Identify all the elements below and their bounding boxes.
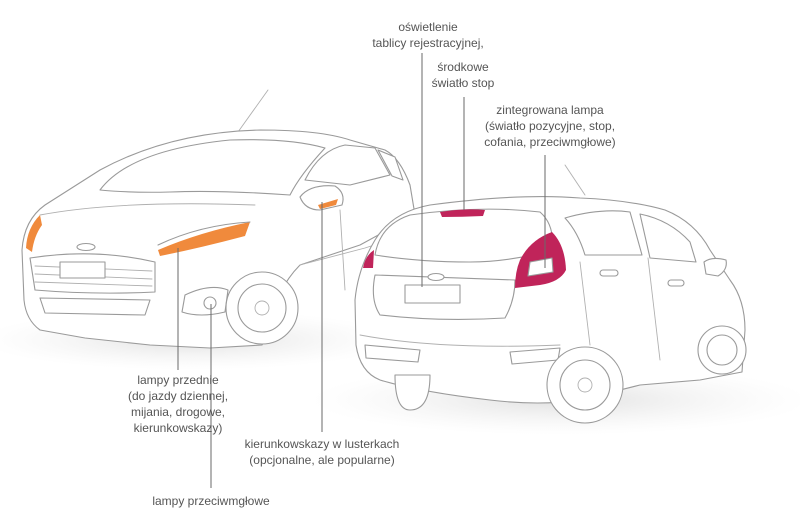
label-center-brake-line-2: światło stop <box>431 76 495 90</box>
label-mirror-indicators-line-2: (opcjonalne, ale popularne) <box>249 453 395 467</box>
label-headlamps-line-4: kierunkowskazy) <box>133 421 223 435</box>
label-headlamps-line-1: lampy przednie <box>137 373 219 387</box>
label-headlamps-line-3: mijania, drogowe, <box>130 405 226 419</box>
label-plate-light-line-2: tablicy rejestracyjnej, <box>372 36 484 50</box>
front-car-right-headlamp <box>158 222 250 256</box>
front-car-left-headlamp <box>26 215 42 252</box>
label-fog-lamps: lampy przeciwmgłowe <box>131 493 291 509</box>
label-plate-light-line-1: oświetlenie <box>398 20 458 34</box>
label-center-brake-line-1: środkowe <box>437 60 489 74</box>
label-fog-lamps-line-1: lampy przeciwmgłowe <box>152 494 270 508</box>
rear-car-antenna <box>564 164 586 196</box>
front-car-antenna <box>237 89 269 133</box>
label-center-brake: środkowe światło stop <box>408 59 518 91</box>
label-mirror-indicators-line-1: kierunkowskazy w lusterkach <box>244 437 400 451</box>
label-integrated-lamp-line-3: cofania, przeciwmgłowe) <box>484 135 616 149</box>
label-integrated-lamp: zintegrowana lampa (światło pozycyjne, s… <box>455 102 645 150</box>
label-headlamps: lampy przednie (do jazdy dziennej, mijan… <box>88 372 268 436</box>
label-mirror-indicators: kierunkowskazy w lusterkach (opcjonalne,… <box>227 436 417 468</box>
label-integrated-lamp-line-1: zintegrowana lampa <box>496 103 604 117</box>
mirror-indicator <box>318 199 338 209</box>
front-car <box>21 89 416 349</box>
label-headlamps-line-2: (do jazdy dziennej, <box>127 389 229 403</box>
label-plate-light: oświetlenie tablicy rejestracyjnej, <box>348 19 508 51</box>
rear-left-tail-lamp <box>363 250 374 268</box>
label-integrated-lamp-line-2: (światło pozycyjne, stop, <box>484 119 616 133</box>
rear-car <box>354 164 747 424</box>
center-brake-light <box>440 209 485 217</box>
